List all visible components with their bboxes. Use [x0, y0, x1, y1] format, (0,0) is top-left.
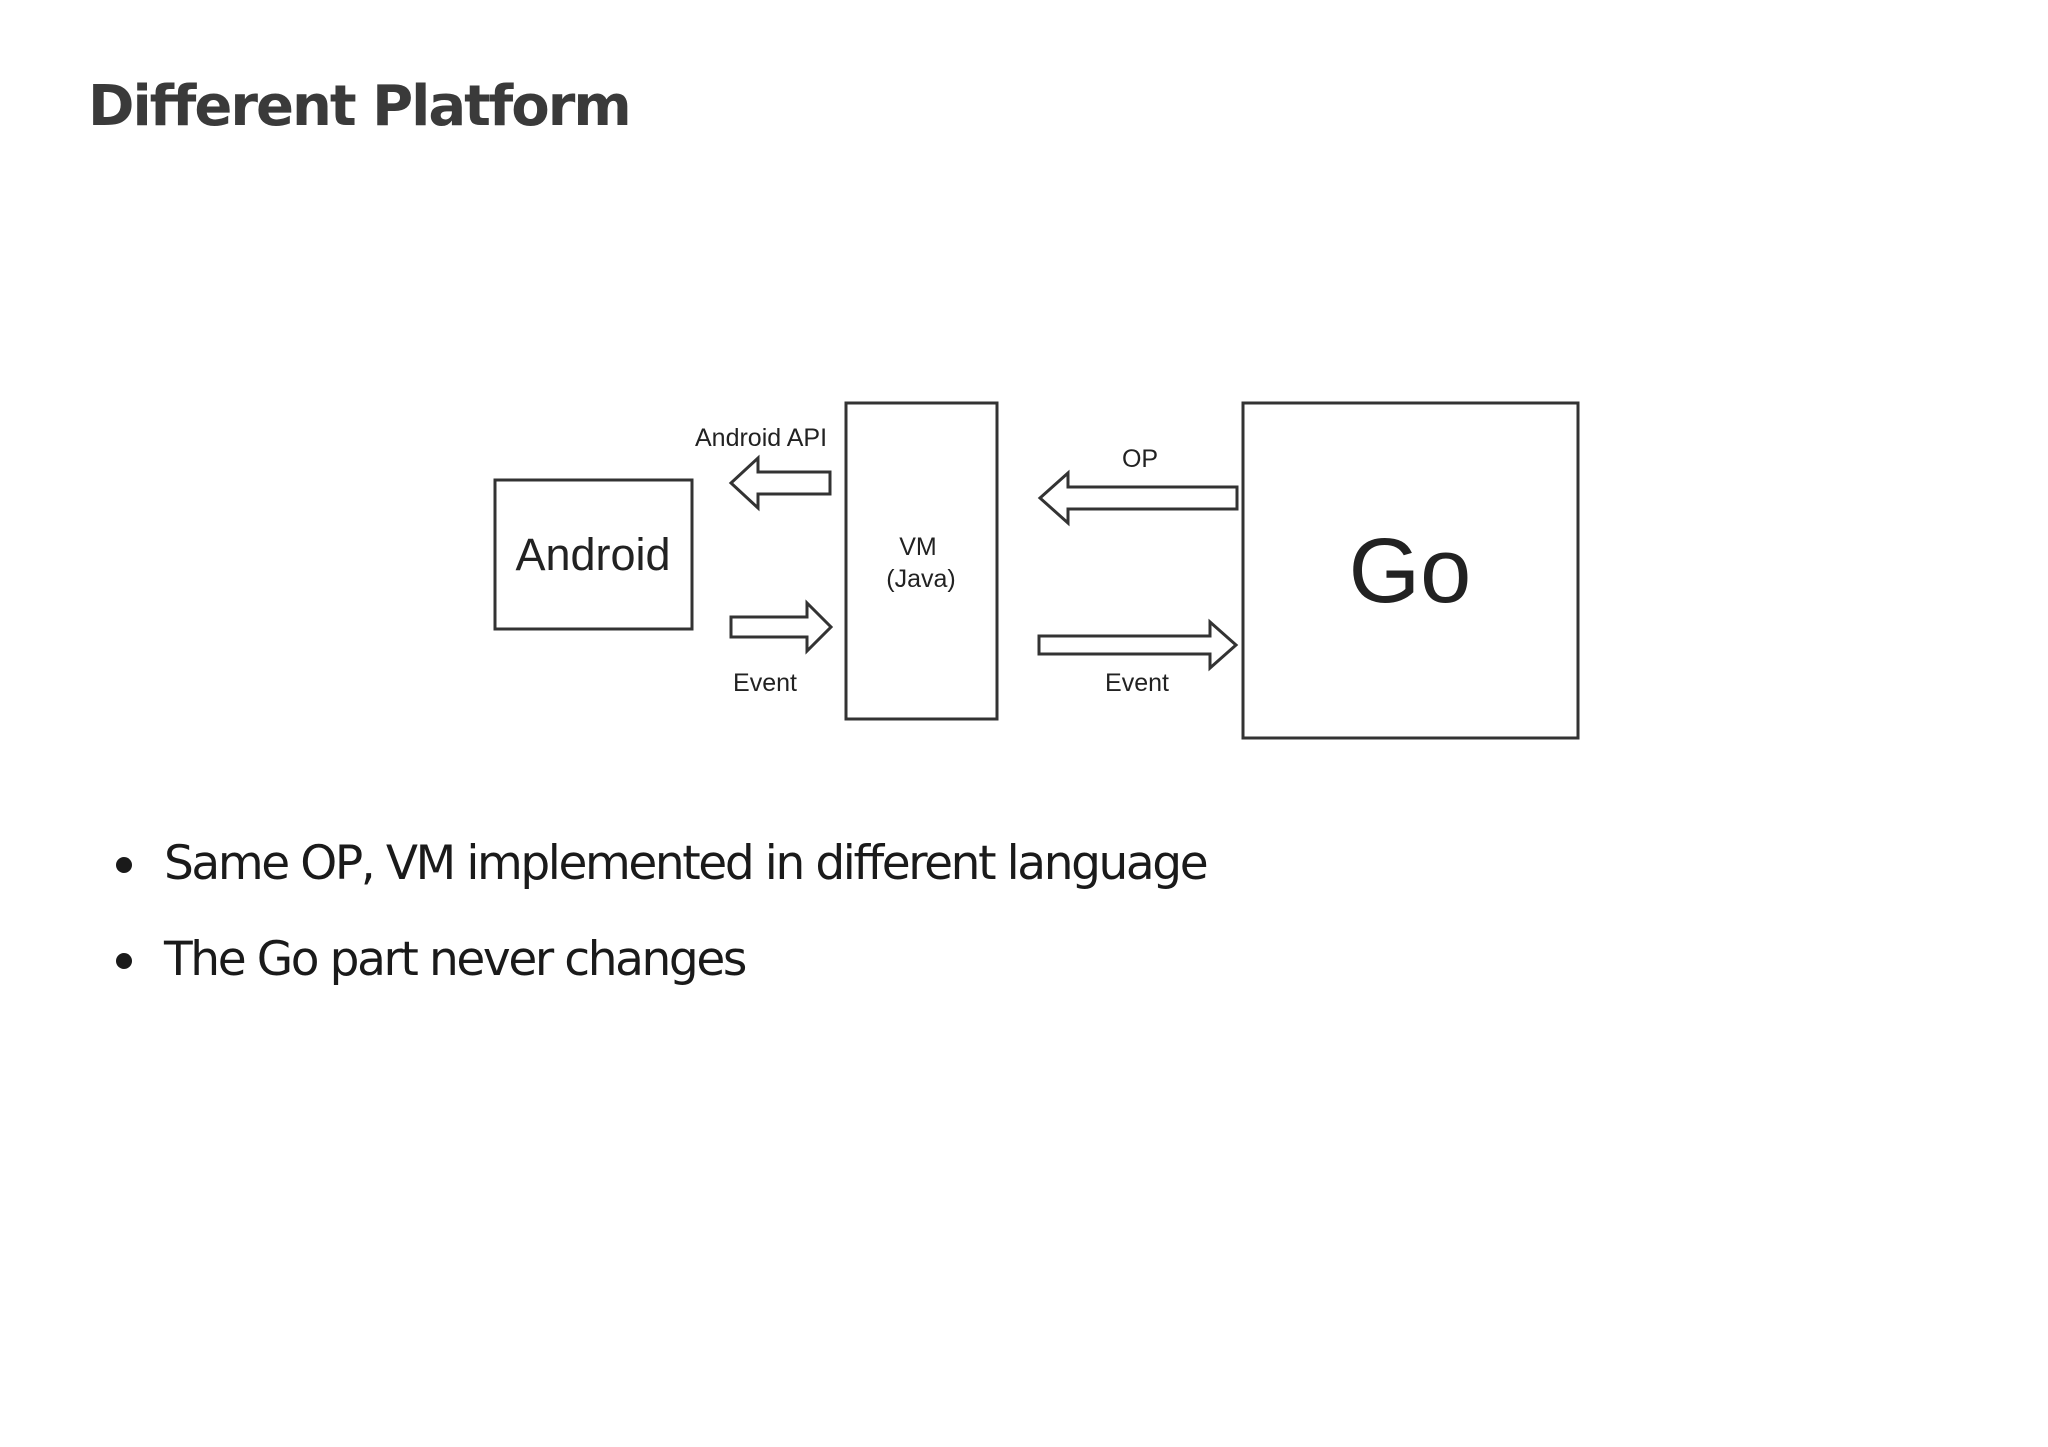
bullet-item: The Go part never changes	[112, 924, 1206, 1020]
go-node: Go	[1241, 401, 1580, 740]
go-event-arrow: Event	[1037, 618, 1239, 697]
bullet-item: Same OP, VM implemented in different lan…	[112, 828, 1209, 924]
vm-node-sublabel: (Java)	[886, 565, 955, 593]
op-arrow: OP	[1037, 445, 1239, 527]
slide-title: Different Platform	[88, 74, 632, 139]
android-event-arrow: Event	[729, 599, 834, 697]
vm-node-label: VM	[899, 533, 937, 561]
android-api-arrow: Android API	[695, 424, 832, 512]
bullet-text: The Go part never changes	[164, 932, 747, 987]
android-event-label: Event	[733, 669, 797, 697]
android-node-label: Android	[515, 529, 670, 580]
architecture-diagram: Android VM (Java) Go Android API Event O…	[493, 401, 1580, 740]
android-node: Android	[493, 478, 694, 631]
bullet-text: Same OP, VM implemented in different lan…	[164, 836, 1209, 891]
android-api-label: Android API	[695, 424, 827, 452]
op-label: OP	[1122, 445, 1158, 473]
go-event-label: Event	[1105, 669, 1169, 697]
bullet-dot	[116, 953, 132, 969]
go-node-label: Go	[1349, 520, 1472, 622]
bullet-dot	[116, 857, 132, 873]
vm-node: VM (Java)	[844, 401, 999, 721]
bullet-list: Same OP, VM implemented in different lan…	[112, 828, 1209, 1020]
